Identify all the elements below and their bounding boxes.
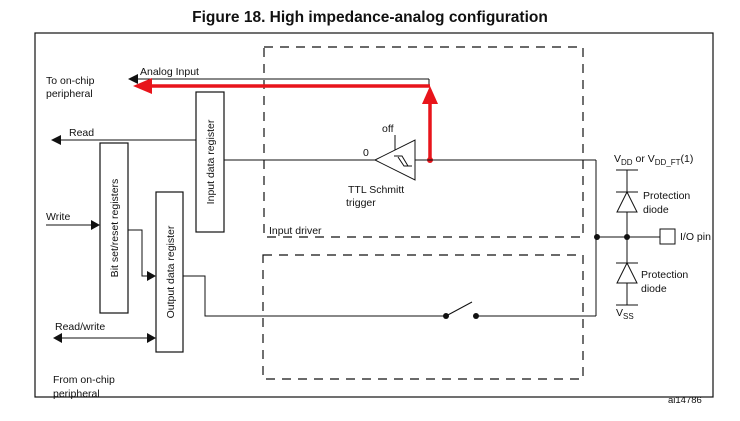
output-data-register-label: Output data register bbox=[165, 225, 177, 318]
vdd-label: VDD or VDD_FT(1) bbox=[614, 153, 693, 167]
write-arrowhead bbox=[91, 220, 100, 230]
analog-path-up-arrowhead bbox=[422, 86, 438, 104]
from-on-chip-label-2: peripheral bbox=[53, 388, 100, 400]
lower-protection-label-1: Protection bbox=[641, 269, 688, 281]
diagram-border bbox=[34, 32, 714, 398]
lower-diode-symbol bbox=[616, 261, 638, 284]
schmitt-zero-label: 0 bbox=[363, 147, 369, 159]
figure-reference-id: ai14786 bbox=[668, 395, 702, 406]
from-on-chip-label-1: From on-chip bbox=[53, 374, 115, 386]
io-pin-pad bbox=[659, 228, 676, 245]
output-data-register bbox=[155, 191, 184, 353]
read-write-left-arrowhead bbox=[53, 333, 62, 343]
input-data-register-label: Input data register bbox=[205, 119, 217, 204]
read-write-label: Read/write bbox=[55, 321, 105, 333]
upper-protection-label-2: diode bbox=[643, 204, 669, 216]
vss-label: VSS bbox=[616, 307, 634, 321]
input-driver-box bbox=[263, 46, 584, 238]
hysteresis-glyph bbox=[394, 155, 412, 167]
schmitt-name-label-2: trigger bbox=[346, 197, 376, 209]
bit-set-reset-registers bbox=[99, 142, 129, 314]
bsrr-to-odr-line bbox=[128, 229, 150, 277]
read-label: Read bbox=[69, 127, 94, 139]
to-on-chip-label-2: peripheral bbox=[46, 88, 93, 100]
output-driver-box bbox=[262, 254, 584, 380]
analog-input-label: Analog Input bbox=[140, 66, 199, 78]
bsrr-to-odr-arrowhead bbox=[147, 271, 156, 281]
to-on-chip-label-1: To on-chip bbox=[46, 75, 95, 87]
write-label: Write bbox=[46, 211, 70, 223]
analog-input-arrowhead bbox=[128, 74, 138, 84]
schmitt-name-label-1: TTL Schmitt bbox=[348, 184, 404, 196]
odr-output-line bbox=[183, 275, 446, 317]
lower-protection-label-2: diode bbox=[641, 283, 667, 295]
bit-set-reset-registers-label: Bit set/reset registers bbox=[109, 179, 121, 278]
upper-protection-label-1: Protection bbox=[643, 190, 690, 202]
io-pin-label: I/O pin bbox=[680, 231, 711, 243]
upper-diode-symbol bbox=[616, 190, 638, 213]
analog-path-left-arrowhead bbox=[133, 78, 152, 94]
input-driver-label: Input driver bbox=[269, 225, 322, 237]
read-arrowhead bbox=[51, 135, 61, 145]
input-data-register bbox=[195, 91, 225, 233]
read-write-right-arrowhead bbox=[147, 333, 156, 343]
switch-blade bbox=[445, 301, 473, 317]
figure-title: Figure 18. High impedance-analog configu… bbox=[192, 9, 548, 26]
schmitt-off-label: off bbox=[382, 123, 394, 135]
